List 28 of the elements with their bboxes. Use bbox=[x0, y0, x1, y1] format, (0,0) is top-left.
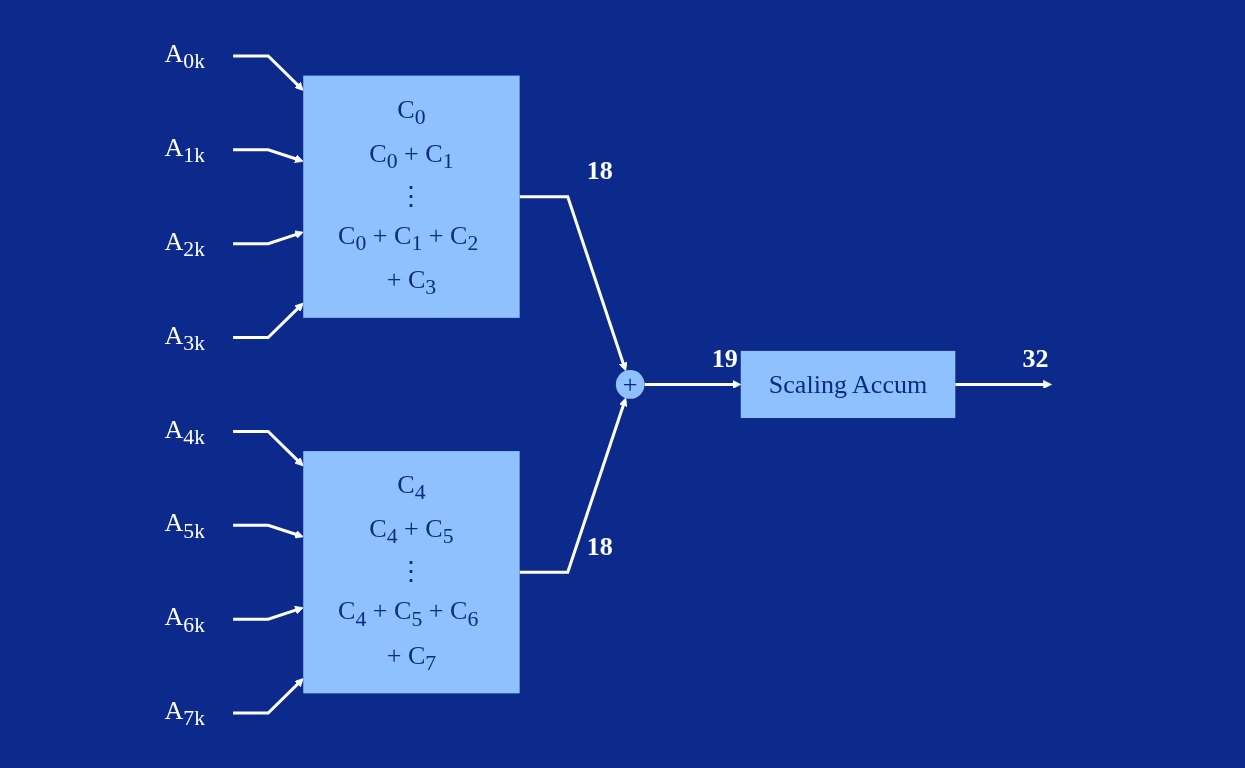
arrow bbox=[233, 230, 305, 245]
arrow bbox=[955, 379, 1053, 389]
node-circle: + bbox=[616, 369, 646, 399]
arrow bbox=[233, 147, 305, 163]
node-text: A$_{4k}$ bbox=[164, 414, 206, 449]
node-text: A$_{3k}$ bbox=[164, 320, 206, 355]
arrow bbox=[233, 53, 305, 91]
node-text: A$_{1k}$ bbox=[164, 132, 206, 167]
arrow bbox=[233, 429, 305, 466]
node-text: A$_{2k}$ bbox=[164, 226, 206, 261]
arrow bbox=[233, 605, 305, 621]
arrow bbox=[520, 194, 628, 371]
node-box: C$_{0}$ C$_{0}$ + C$_{1}$ ⋮ C$_{0}$ + C$_{1}$ + C$_{2}$ + C$_{3}$ bbox=[303, 75, 521, 318]
arrow bbox=[233, 523, 305, 538]
node-text: A$_{6k}$ bbox=[164, 601, 206, 637]
node-text: A$_{0k}$ bbox=[164, 38, 206, 73]
edge-label: 32 bbox=[1022, 343, 1049, 373]
node-text: A$_{7k}$ bbox=[164, 695, 206, 730]
arrow bbox=[520, 397, 628, 574]
arrow bbox=[233, 677, 305, 715]
edge-label: 18 bbox=[587, 155, 614, 185]
edge-label: 18 bbox=[587, 531, 614, 561]
node-box: Scaling Accum bbox=[741, 350, 956, 418]
arrow bbox=[645, 379, 742, 389]
node-box: C$_{4}$ C$_{4}$ + C$_{5}$ ⋮ C$_{4}$ + C$_{5}$ + C$_{6}$ + C$_{7}$ bbox=[303, 450, 521, 693]
edge-label: 19 bbox=[712, 343, 739, 373]
arrow bbox=[233, 302, 305, 339]
node-text: A$_{5k}$ bbox=[164, 507, 206, 543]
